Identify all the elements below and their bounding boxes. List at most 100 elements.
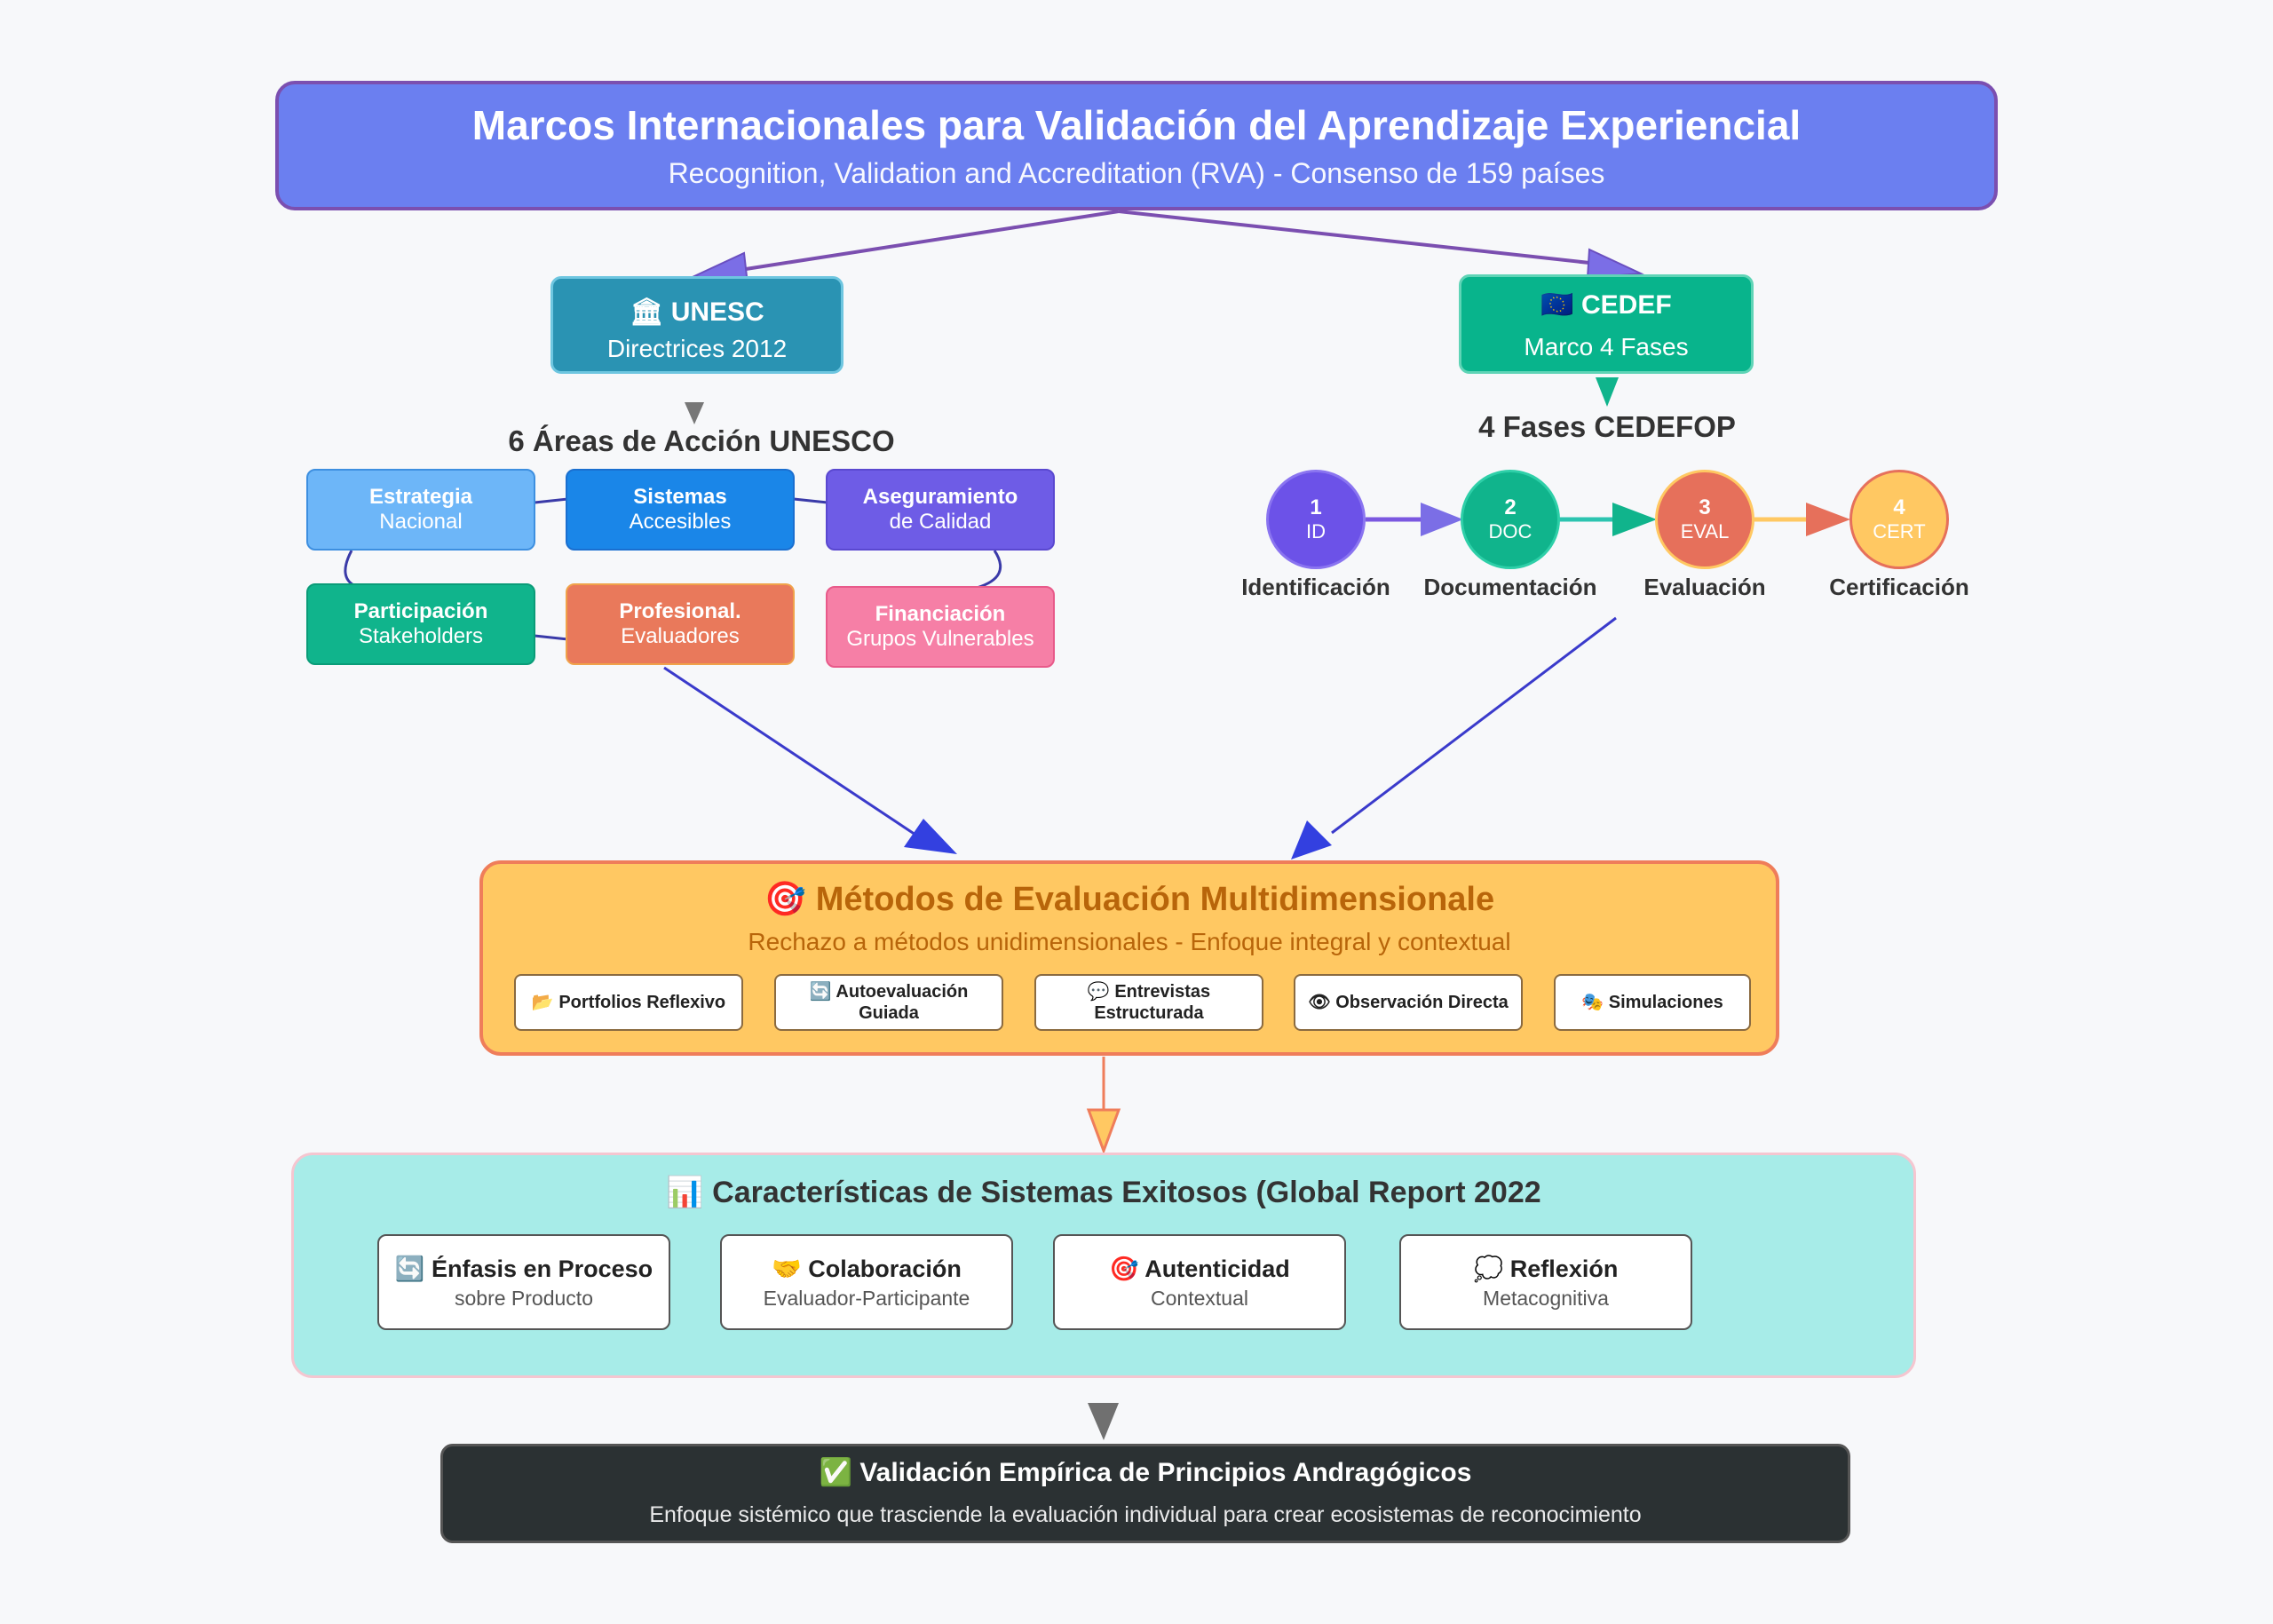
areas-title: 6 Áreas de Acción UNESCO: [508, 424, 895, 457]
arrowhead-phase-2: [1421, 503, 1463, 536]
method-label-line2: Estructurada: [1094, 1003, 1204, 1023]
handshake-icon: 🤝: [772, 1255, 802, 1282]
area-sistemas: Sistemas Accesibles: [566, 469, 795, 551]
phase-abbr: EVAL: [1680, 520, 1730, 543]
target-icon: 🎯: [764, 881, 807, 918]
characteristic-subtitle: Contextual: [1151, 1286, 1248, 1310]
connector-area-3-6: [976, 550, 1002, 590]
arrowhead-phases-methods: [1291, 820, 1332, 860]
bar-chart-icon: 📊: [666, 1176, 704, 1209]
unesco-box: 🏛 UNESC Directrices 2012: [550, 276, 843, 374]
method-label: Portfolios Reflexivo: [558, 993, 726, 1012]
area-line2: Grupos Vulnerables: [846, 627, 1034, 651]
area-participacion: Participación Stakeholders: [306, 583, 535, 665]
phase-3-label: Evaluación: [1643, 574, 1766, 600]
eye-icon: 👁: [1308, 993, 1331, 1012]
area-line1: Participación: [353, 599, 488, 623]
unesco-title: UNESC: [670, 297, 764, 327]
connector-area-4-5: [534, 634, 569, 641]
masks-icon: 🎭: [1581, 993, 1604, 1012]
arrowhead-phase-3: [1612, 503, 1657, 536]
method-entrevistas: 💬 Entrevistas Estructurada: [1034, 974, 1263, 1031]
conclusion-box: ✅ Validación Empírica de Principios Andr…: [440, 1444, 1850, 1543]
characteristic-title: Colaboración: [808, 1255, 962, 1282]
area-profesionalizacion: Profesional. Evaluadores: [566, 583, 795, 665]
phase-number: 4: [1893, 495, 1905, 519]
characteristic-subtitle: sobre Producto: [455, 1286, 593, 1310]
header-banner: Marcos Internacionales para Validación d…: [275, 81, 1998, 210]
area-line1: Aseguramiento: [862, 485, 1018, 509]
characteristic-reflexion: 💭 Reflexión Metacognitiva: [1399, 1234, 1692, 1330]
phase-number: 3: [1699, 495, 1711, 519]
cedef-title: CEDEF: [1581, 290, 1672, 320]
phase-number: 2: [1504, 495, 1517, 519]
phase-1-circle: 1 ID: [1266, 470, 1366, 569]
page-subtitle: Recognition, Validation and Accreditatio…: [668, 157, 1605, 189]
area-aseguramiento: Aseguramiento de Calidad: [826, 469, 1055, 551]
method-observacion: 👁 Observación Directa: [1294, 974, 1523, 1031]
thought-bubble-icon: 💭: [1473, 1255, 1504, 1282]
area-line2: Accesibles: [629, 510, 732, 534]
characteristic-autenticidad: 🎯 Autenticidad Contextual: [1053, 1234, 1346, 1330]
arrowhead-chars-footer: [1088, 1403, 1119, 1440]
checkmark-icon: ✅: [819, 1458, 852, 1487]
area-line2: de Calidad: [889, 510, 992, 534]
arrowhead-unesco-areas: [685, 402, 704, 424]
method-label: Observación Directa: [1335, 993, 1509, 1012]
phase-4-circle: 4 CERT: [1849, 470, 1949, 569]
characteristic-title: Autenticidad: [1144, 1255, 1290, 1282]
method-label: Simulaciones: [1608, 993, 1723, 1012]
phase-3-circle: 3 EVAL: [1655, 470, 1754, 569]
area-estrategia: Estrategia Nacional: [306, 469, 535, 551]
conclusion-subtitle: Enfoque sistémico que trasciende la eval…: [649, 1502, 1642, 1527]
area-line2: Stakeholders: [358, 624, 484, 648]
cedef-box: 🇪🇺 CEDEF Marco 4 Fases: [1459, 274, 1754, 374]
phase-number: 1: [1310, 495, 1322, 519]
phase-4-label: Certificación: [1829, 574, 1969, 600]
phase-2-circle: 2 DOC: [1461, 470, 1560, 569]
phase-2-label: Documentación: [1423, 574, 1597, 600]
phase-abbr: DOC: [1488, 520, 1532, 543]
conclusion-title: Validación Empírica de Principios Andrag…: [859, 1458, 1472, 1487]
method-simulaciones: 🎭 Simulaciones: [1554, 974, 1751, 1031]
method-label: Entrevistas: [1114, 982, 1211, 1002]
connector-area-2-3: [793, 497, 828, 504]
methods-subtitle: Rechazo a métodos unidimensionales - Enf…: [748, 928, 1511, 955]
folder-icon: 📂: [531, 993, 554, 1012]
arrowhead-cedef-phases: [1596, 377, 1619, 407]
area-financiacion: Financiación Grupos Vulnerables: [826, 586, 1055, 668]
area-line2: Nacional: [379, 510, 463, 534]
characteristic-subtitle: Evaluador-Participante: [763, 1286, 970, 1310]
characteristic-proceso: 🔄 Énfasis en Proceso sobre Producto: [377, 1234, 670, 1330]
speech-bubble-icon: 💬: [1087, 982, 1110, 1002]
method-autoevaluacion: 🔄 Autoevaluación Guiada: [774, 974, 1003, 1031]
area-line1: Profesional.: [619, 599, 741, 623]
connector-header-cedef: [1118, 210, 1590, 265]
area-line2: Evaluadores: [621, 624, 740, 648]
cycle-icon: 🔄: [809, 982, 832, 1002]
method-label-line2: Guiada: [859, 1003, 919, 1023]
methods-title: Métodos de Evaluación Multidimensionale: [815, 881, 1495, 918]
method-label: Autoevaluación: [836, 982, 969, 1002]
page-title: Marcos Internacionales para Validación d…: [471, 102, 1802, 148]
arrowhead-methods-chars: [1086, 1108, 1121, 1155]
phase-1-label: Identificación: [1241, 574, 1390, 600]
area-line1: Financiación: [875, 602, 1006, 626]
connector-areas-methods: [663, 666, 919, 838]
characteristic-title: Énfasis en Proceso: [432, 1255, 653, 1282]
phases-title: 4 Fases CEDEFOP: [1478, 410, 1736, 443]
area-line1: Sistemas: [633, 485, 727, 509]
characteristic-title: Reflexión: [1509, 1255, 1619, 1282]
cycle-icon: 🔄: [394, 1255, 425, 1282]
cedef-subtitle: Marco 4 Fases: [1524, 333, 1689, 360]
area-line1: Estrategia: [368, 485, 473, 509]
eu-flag-icon: 🇪🇺: [1540, 290, 1574, 320]
connector-header-unesco: [745, 210, 1120, 271]
unesco-subtitle: Directrices 2012: [606, 335, 788, 362]
target-icon: 🎯: [1109, 1255, 1139, 1282]
museum-icon: 🏛: [630, 297, 664, 327]
characteristic-colaboracion: 🤝 Colaboración Evaluador-Participante: [720, 1234, 1013, 1330]
characteristics-title: Características de Sistemas Exitosos (Gl…: [712, 1176, 1541, 1209]
arrowhead-phase-4: [1806, 503, 1850, 536]
